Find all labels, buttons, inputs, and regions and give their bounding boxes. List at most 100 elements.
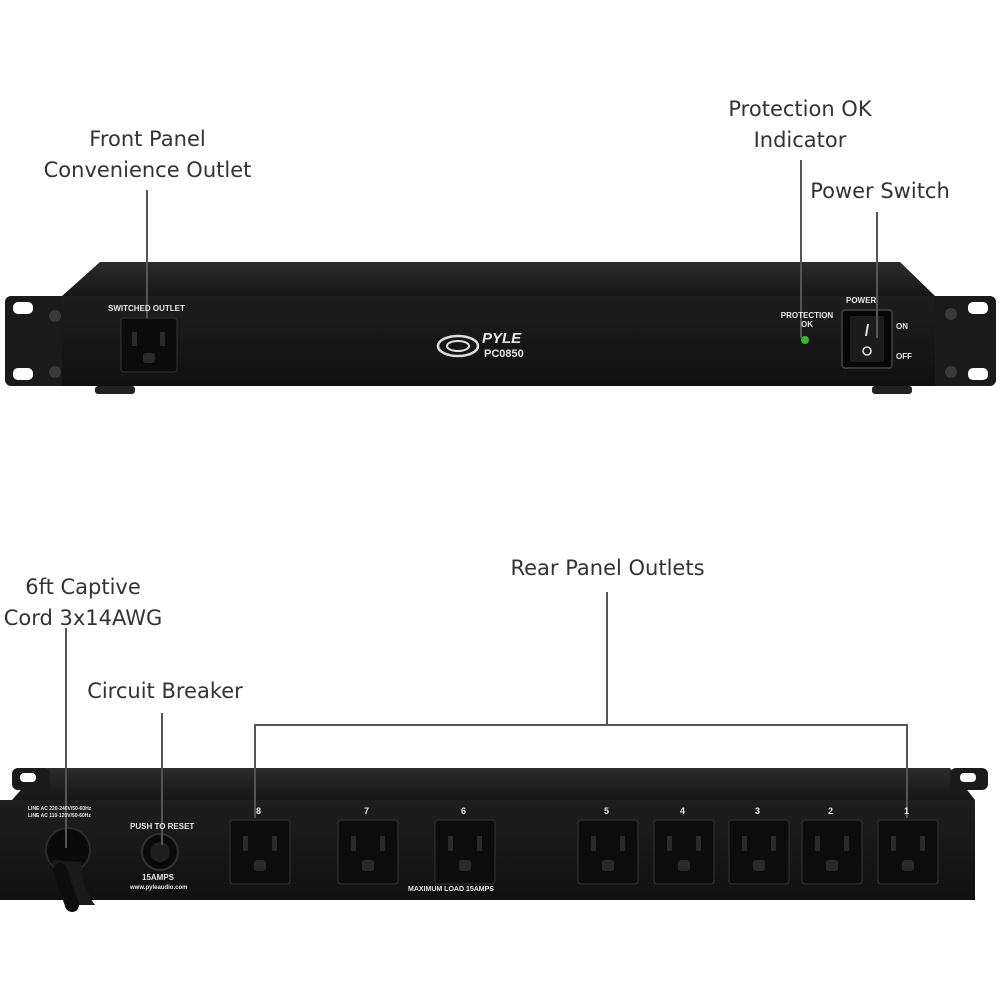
power-off-symbol-icon (862, 346, 872, 356)
rack-ear-right (920, 296, 996, 386)
outlet-slot (243, 836, 248, 851)
rack-slot (13, 302, 33, 314)
rear-outlet (653, 819, 715, 885)
power-on-symbol-icon (865, 323, 869, 337)
rear-outlet-body (877, 819, 939, 885)
outlet-number-8: 8 (256, 806, 262, 816)
switched-outlet (120, 317, 178, 373)
callout-protection-ok-line1: Protection OK (728, 97, 872, 121)
line-ac-rating-1: LINE AC 220-240V/50-60Hz (28, 806, 92, 812)
outlet-number-3: 3 (755, 806, 761, 816)
callout-front-outlet: Front Panel Convenience Outlet (20, 124, 275, 186)
line-ac-rating: LINE AC 220-240V/50-60Hz LINE AC 110-120… (28, 806, 91, 820)
callout-front-outlet-line2: Convenience Outlet (43, 158, 252, 182)
screw (49, 310, 61, 322)
protection-label: PROTECTION OK (778, 311, 836, 329)
callout-protection-ok-line2: Indicator (753, 128, 847, 152)
protection-label-line1: PROTECTION (780, 311, 834, 320)
outlet-number-6: 6 (461, 806, 467, 816)
power-label: POWER (846, 296, 877, 305)
rear-outlet-body (728, 819, 790, 885)
rear-outlet-body (337, 819, 399, 885)
outlet-number-5: 5 (604, 806, 610, 816)
rear-outlet (434, 819, 496, 885)
rack-slot (960, 773, 976, 782)
rear-outlet-body (434, 819, 496, 885)
model-number: PC0850 (484, 348, 524, 360)
outlet-ground (678, 860, 690, 871)
front-panel-top (62, 262, 935, 296)
callout-circuit-breaker-text: Circuit Breaker (87, 679, 243, 703)
brand-name: PYLE (482, 330, 522, 347)
outlet-ground (753, 860, 765, 871)
rack-slot (968, 302, 988, 314)
push-to-reset-label: PUSH TO RESET (130, 822, 195, 831)
rear-panel (0, 768, 988, 912)
callout-captive-cord-line2: Cord 3x14AWG (3, 606, 163, 630)
callout-power-switch-text: Power Switch (810, 179, 950, 203)
outlet-slot (667, 836, 672, 851)
front-panel-face (62, 296, 935, 386)
rack-slot (20, 773, 36, 782)
outlet-number-1: 1 (904, 806, 910, 816)
outlet-slot (448, 836, 453, 851)
outlet-ground (143, 353, 155, 363)
outlet-ground (254, 860, 266, 871)
outlet-number-2: 2 (828, 806, 834, 816)
rear-outlet (229, 819, 291, 885)
website-label: www.pyleaudio.com (130, 885, 188, 891)
rear-outlet (577, 819, 639, 885)
protection-led-icon (801, 336, 809, 344)
rear-outlet (877, 819, 939, 885)
rear-outlet (801, 819, 863, 885)
callout-captive-cord: 6ft Captive Cord 3x14AWG (0, 572, 166, 634)
outlet-ground (459, 860, 471, 871)
outlet-ground (362, 860, 374, 871)
rear-outlet (728, 819, 790, 885)
switch-off-label: OFF (896, 352, 912, 361)
outlet-number-4: 4 (680, 806, 686, 816)
outlet-slot (620, 836, 625, 851)
switch-on-label: ON (896, 322, 908, 331)
screw (945, 308, 957, 320)
callout-protection-ok: Protection OK Indicator (700, 94, 900, 156)
outlet-slot (815, 836, 820, 851)
callout-power-switch: Power Switch (795, 176, 965, 207)
outlet-slot (771, 836, 776, 851)
breaker-amps-label: 15AMPS (142, 873, 175, 882)
front-panel (5, 262, 996, 394)
outlet-slot (742, 836, 747, 851)
power-switch-rocker[interactable] (850, 316, 884, 362)
screw (945, 366, 957, 378)
callout-captive-cord-line1: 6ft Captive (25, 575, 141, 599)
outlet-slot (696, 836, 701, 851)
rear-panel-top (12, 768, 975, 800)
pyle-logo-icon (436, 334, 480, 358)
callout-rear-outlets: Rear Panel Outlets (500, 553, 715, 584)
outlet-slot (591, 836, 596, 851)
circuit-breaker-cap[interactable] (150, 842, 170, 862)
outlet-slot (891, 836, 896, 851)
rear-outlet (337, 819, 399, 885)
outlet-slot (351, 836, 356, 851)
outlet-slot (380, 836, 385, 851)
protection-label-line2: OK (801, 320, 813, 329)
outlet-ground (602, 860, 614, 871)
foot (872, 386, 912, 394)
outlet-slot (477, 836, 482, 851)
outlet-slot (272, 836, 277, 851)
outlet-slot (132, 332, 137, 346)
switched-outlet-label: SWITCHED OUTLET (108, 304, 185, 313)
callout-bracket-rear-outlets (254, 724, 908, 818)
outlet-slot (920, 836, 925, 851)
outlet-ground (826, 860, 838, 871)
callout-circuit-breaker: Circuit Breaker (70, 676, 260, 707)
callout-lines (65, 160, 908, 848)
max-load-label: MAXIMUM LOAD 15AMPS (408, 886, 494, 893)
foot (95, 386, 135, 394)
outlet-slot (844, 836, 849, 851)
rear-outlets (229, 819, 939, 885)
rear-outlet-body (801, 819, 863, 885)
rack-slot (13, 368, 33, 380)
